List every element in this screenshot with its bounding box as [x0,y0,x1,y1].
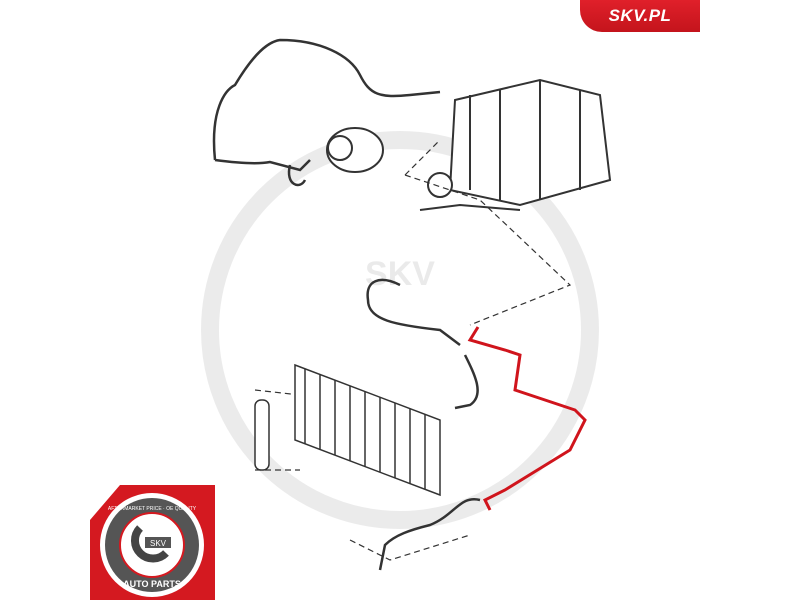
lower-hose [378,497,481,571]
watermark-gear [201,131,599,529]
receiver-drier [254,399,270,471]
heater-unit [419,78,612,211]
seal-center-text: SKV [150,539,167,548]
seal-bottom-text: AUTO PARTS [123,579,181,589]
seal-top-text: AFTERMARKET PRICE · OE QUALITY [108,506,197,512]
upper-hose [212,38,441,187]
leader-lines [254,139,572,561]
mid-hose [366,278,479,410]
condenser [294,363,441,497]
highlighted-ac-pipe [467,326,587,511]
skv-brand-badge: SKV.PL [580,0,700,32]
watermark-text: SKV [365,255,435,293]
skv-auto-parts-seal: SKV AUTO PARTS AFTERMARKET PRICE · OE QU… [90,485,215,600]
compressor [326,127,384,173]
